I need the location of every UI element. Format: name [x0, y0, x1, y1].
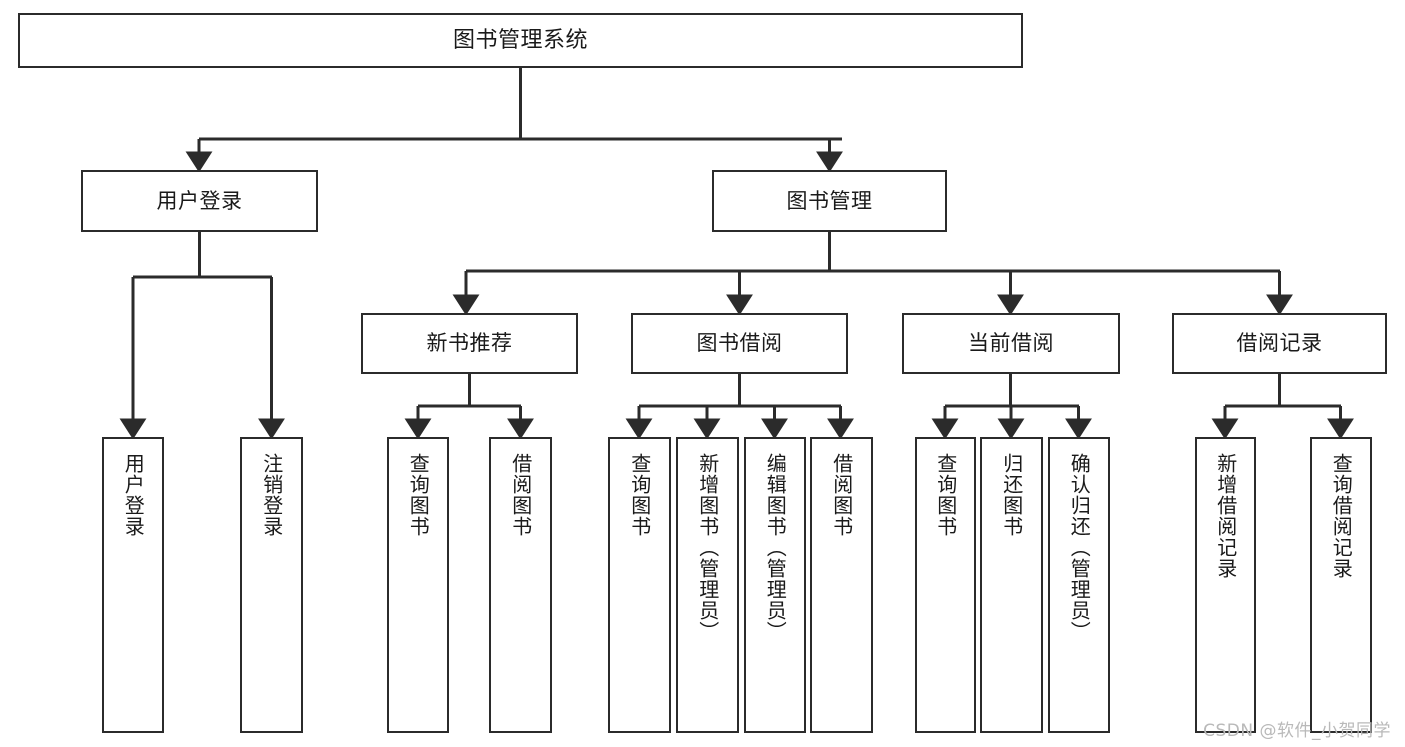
node-leaf-query-book-3-label: 查询图书 [933, 453, 958, 537]
node-leaf-borrow-book-2-label: 借阅图书 [829, 453, 854, 537]
node-leaf-user-logout[interactable]: 注销登录 [240, 437, 303, 733]
node-leaf-user-login-label: 用户登录 [121, 453, 146, 537]
node-borrow-record-label: 借阅记录 [1236, 331, 1323, 356]
node-leaf-edit-book[interactable]: 编辑图书（管理员） [744, 437, 806, 733]
node-leaf-add-book-label: 新增图书（管理员） [695, 453, 720, 642]
node-leaf-return-book[interactable]: 归还图书 [980, 437, 1043, 733]
watermark-text: CSDN @软件_小贺同学 [1203, 721, 1391, 741]
node-book-management[interactable]: 图书管理 [712, 170, 947, 232]
node-leaf-query-record-label: 查询借阅记录 [1329, 453, 1354, 579]
node-leaf-add-record[interactable]: 新增借阅记录 [1195, 437, 1256, 733]
node-leaf-query-book-3[interactable]: 查询图书 [915, 437, 976, 733]
node-new-book-recommend-label: 新书推荐 [426, 331, 513, 356]
node-leaf-query-book-1[interactable]: 查询图书 [387, 437, 449, 733]
node-leaf-return-book-label: 归还图书 [999, 453, 1024, 537]
node-leaf-borrow-book-1[interactable]: 借阅图书 [489, 437, 552, 733]
node-book-borrow[interactable]: 图书借阅 [631, 313, 848, 374]
node-leaf-add-book[interactable]: 新增图书（管理员） [676, 437, 739, 733]
node-leaf-edit-book-label: 编辑图书（管理员） [763, 453, 788, 642]
node-current-borrow[interactable]: 当前借阅 [902, 313, 1120, 374]
node-leaf-add-record-label: 新增借阅记录 [1213, 453, 1238, 579]
node-root-label: 图书管理系统 [452, 27, 588, 53]
node-leaf-query-book-2[interactable]: 查询图书 [608, 437, 671, 733]
node-user-login-label: 用户登录 [156, 188, 243, 213]
node-new-book-recommend[interactable]: 新书推荐 [361, 313, 578, 374]
node-leaf-confirm-return[interactable]: 确认归还（管理员） [1048, 437, 1110, 733]
node-leaf-confirm-return-label: 确认归还（管理员） [1067, 453, 1092, 642]
node-leaf-query-record[interactable]: 查询借阅记录 [1310, 437, 1372, 733]
node-leaf-query-book-2-label: 查询图书 [627, 453, 652, 537]
node-leaf-query-book-1-label: 查询图书 [406, 453, 431, 537]
node-leaf-borrow-book-2[interactable]: 借阅图书 [810, 437, 873, 733]
node-book-management-label: 图书管理 [786, 188, 873, 213]
node-book-borrow-label: 图书借阅 [696, 331, 783, 356]
node-borrow-record[interactable]: 借阅记录 [1172, 313, 1387, 374]
node-user-login[interactable]: 用户登录 [81, 170, 318, 232]
node-current-borrow-label: 当前借阅 [968, 331, 1054, 356]
node-root[interactable]: 图书管理系统 [18, 13, 1023, 68]
node-leaf-borrow-book-1-label: 借阅图书 [508, 453, 533, 537]
node-leaf-user-logout-label: 注销登录 [259, 453, 284, 537]
node-leaf-user-login[interactable]: 用户登录 [102, 437, 164, 733]
